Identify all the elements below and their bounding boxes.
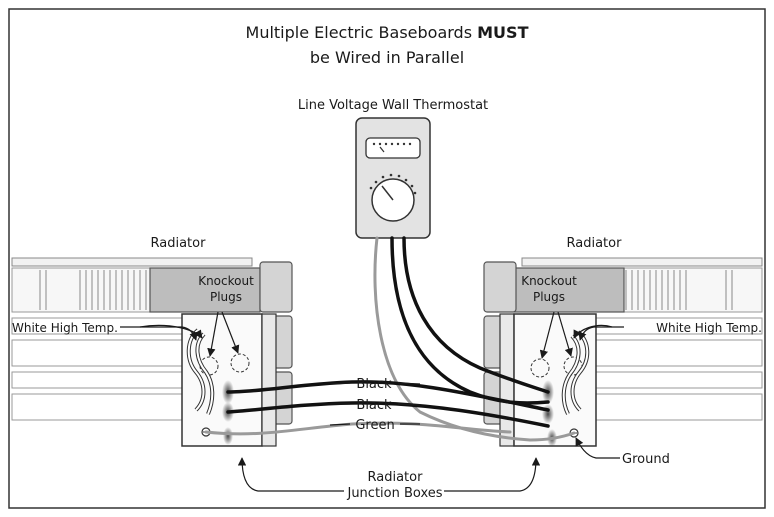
leader-lines [120,311,624,492]
knockout-circle [530,358,550,378]
knockout-right-label-1: Knockout [521,274,577,288]
knockout-left-label-1: Knockout [198,274,254,288]
radiator-right-label: Radiator [567,236,623,251]
knockout-right-label-2: Plugs [533,290,565,304]
black-wire-label-2: Black [356,398,392,413]
left-radiator [11,257,293,447]
green-wire-label: Green [355,418,394,433]
knockout-left-label-2: Plugs [210,290,242,304]
title-line-1: Multiple Electric Baseboards MUST [246,23,529,42]
junction-label-1: Radiator [368,470,424,485]
radiator-left-label: Radiator [151,236,207,251]
wall-thermostat [355,117,431,239]
knockout-circle [230,353,250,373]
black-wire-label-1: Black [356,377,392,392]
wires [204,236,576,442]
knockout-circle [199,356,219,376]
thermostat-label: Line Voltage Wall Thermostat [298,98,488,113]
title-line-2: be Wired in Parallel [310,48,464,67]
white-high-temp-right-label: White High Temp. [656,321,762,335]
white-high-temp-left-label: White High Temp. [12,321,118,335]
junction-label-2: Junction Boxes [346,486,442,501]
ground-label: Ground [622,452,670,467]
